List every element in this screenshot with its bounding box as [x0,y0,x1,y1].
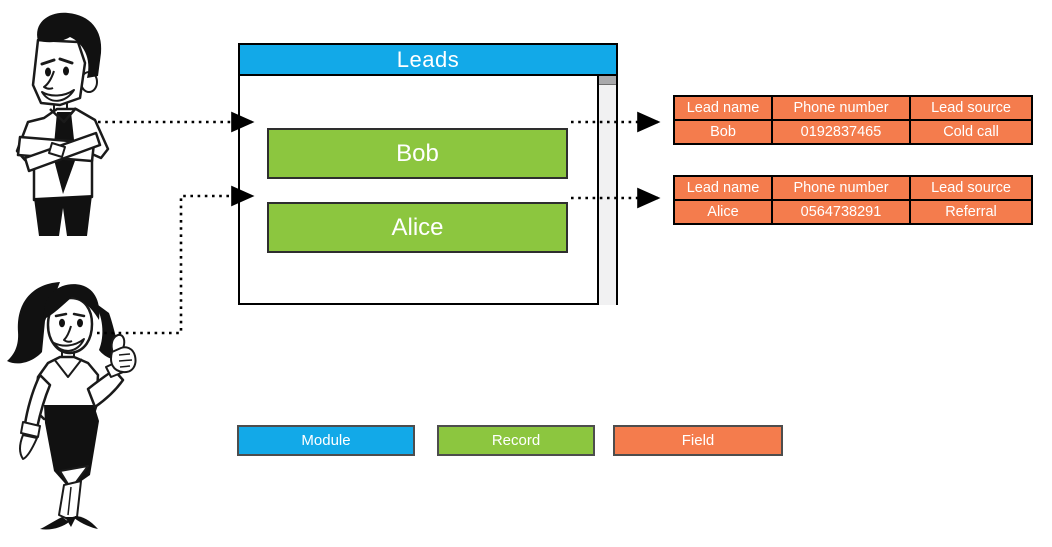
record-alice: Alice [267,202,568,253]
cell-lead-name: Alice [673,199,773,225]
vertical-scrollbar [597,76,616,305]
cell-lead-source: Referral [909,199,1033,225]
leads-module-window: Leads Bob Alice [238,43,618,305]
record-bob: Bob [267,128,568,179]
table-row: Bob 0192837465 Cold call [673,119,1033,145]
fields-table-bob: Lead name Phone number Lead source Bob 0… [673,95,1033,145]
cell-lead-source: Cold call [909,119,1033,145]
fields-table-alice: Lead name Phone number Lead source Alice… [673,175,1033,225]
module-window-body: Bob Alice [240,76,616,305]
legend-field: Field [613,425,783,456]
module-window-title: Leads [240,45,616,76]
cell-phone-number: 0192837465 [771,119,911,145]
table-header-row: Lead name Phone number Lead source [673,95,1033,121]
header-lead-source: Lead source [909,95,1033,121]
businessman-illustration [15,12,110,236]
header-phone-number: Phone number [771,175,911,201]
legend-record: Record [437,425,595,456]
cell-phone-number: 0564738291 [771,199,911,225]
businesswoman-illustration [7,282,137,530]
header-lead-name: Lead name [673,95,773,121]
table-header-row: Lead name Phone number Lead source [673,175,1033,201]
header-phone-number: Phone number [771,95,911,121]
header-lead-source: Lead source [909,175,1033,201]
legend-module: Module [237,425,415,456]
table-row: Alice 0564738291 Referral [673,199,1033,225]
cell-lead-name: Bob [673,119,773,145]
scrollbar-thumb [599,76,616,85]
header-lead-name: Lead name [673,175,773,201]
